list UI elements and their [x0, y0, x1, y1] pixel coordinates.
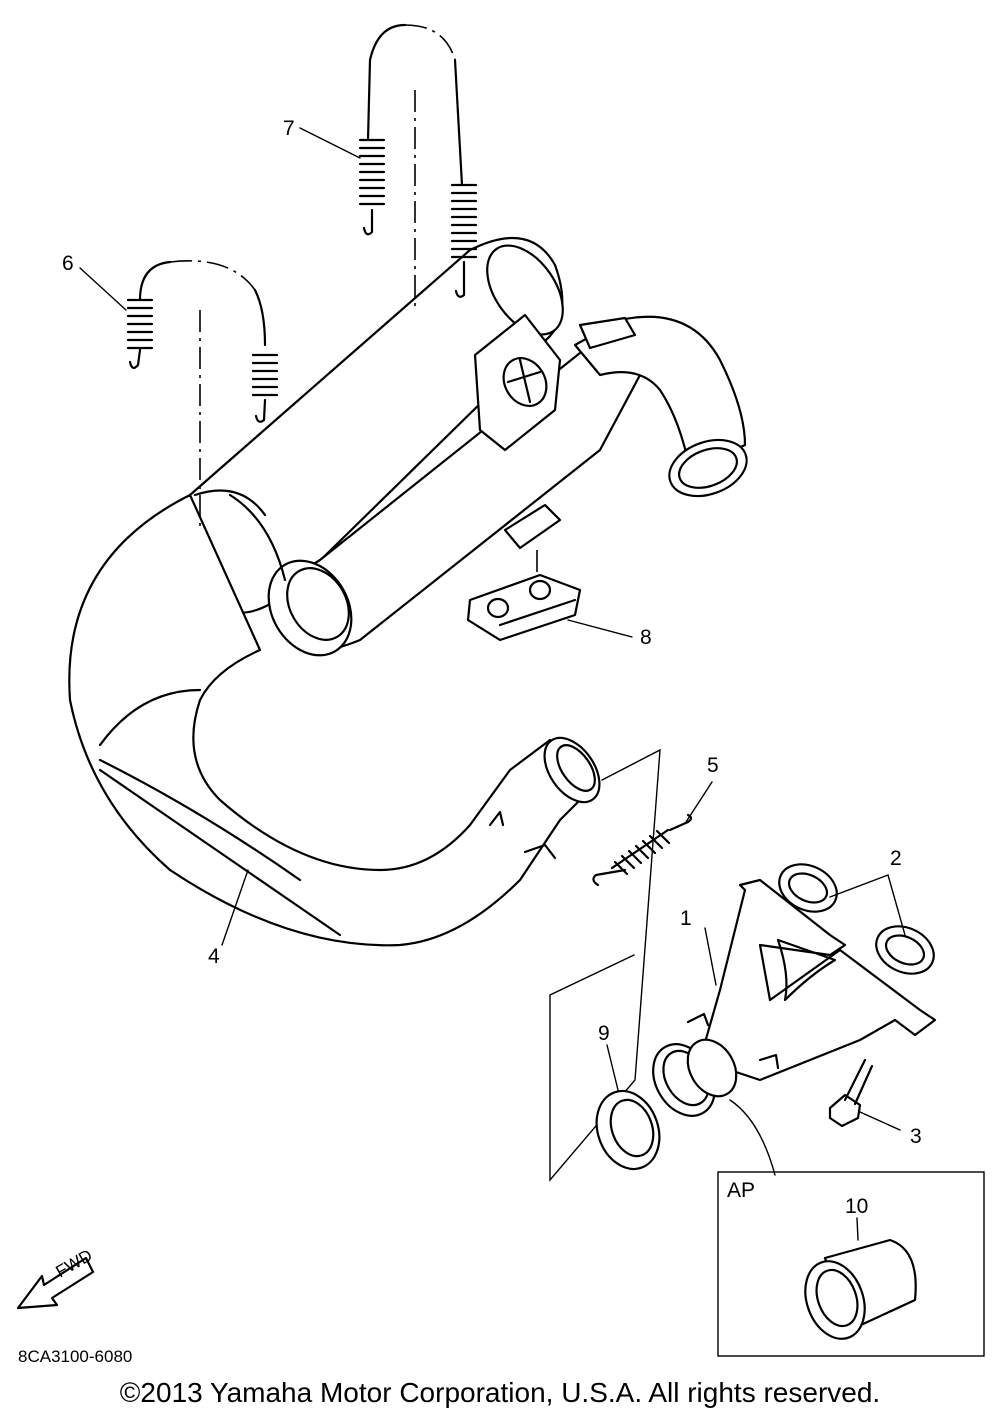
exhaust-pipe [68, 493, 601, 947]
callout-10: 10 [845, 1195, 868, 1218]
copyright-notice: ©2013 Yamaha Motor Corporation, U.S.A. A… [119, 1377, 881, 1408]
callout-1: 1 [680, 907, 692, 930]
gaskets [778, 863, 935, 975]
rubber-mount [466, 573, 582, 642]
inset-label: AP [727, 1179, 755, 1202]
exhaust-manifold [652, 878, 937, 1117]
fwd-arrow-icon [16, 1256, 95, 1310]
callout-9: 9 [598, 1022, 610, 1045]
muffler [146, 236, 642, 657]
spring-7 [358, 23, 478, 310]
callout-4: 4 [208, 945, 220, 968]
callout-5: 5 [707, 754, 719, 777]
tailpipe [573, 315, 748, 498]
bolt [828, 1058, 874, 1128]
callout-6: 6 [62, 252, 74, 275]
spring-6 [126, 260, 279, 530]
sleeve [595, 1089, 661, 1171]
callout-7: 7 [283, 117, 295, 140]
callout-8: 8 [640, 626, 652, 649]
leader-lines [79, 127, 906, 1241]
ap-inset [717, 1099, 985, 1357]
spring-5 [592, 813, 693, 887]
callout-2: 2 [890, 847, 902, 870]
callout-3: 3 [910, 1125, 922, 1148]
diagram-code: 8CA3100-6080 [18, 1347, 132, 1366]
